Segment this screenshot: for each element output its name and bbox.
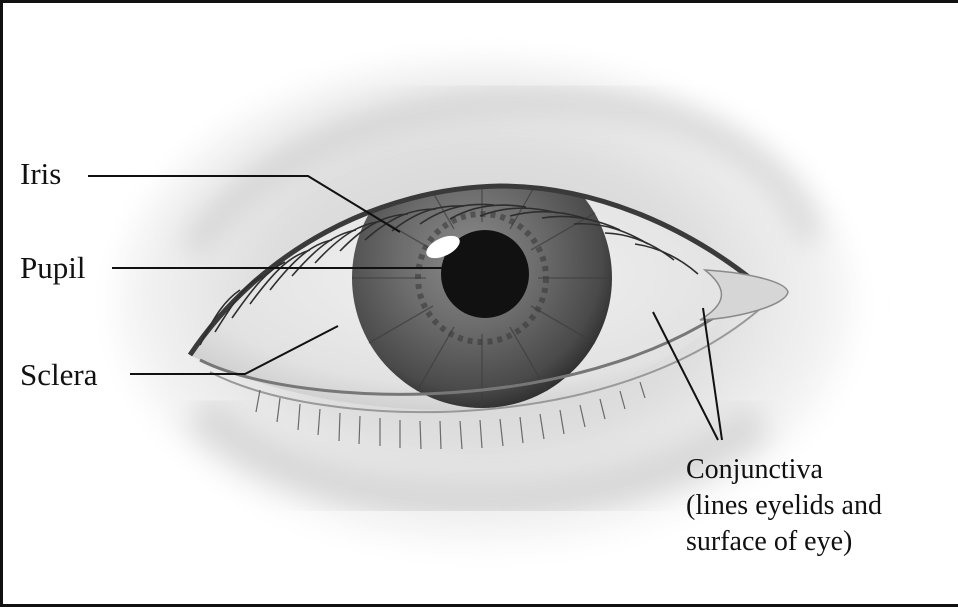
conjunctiva-label: Conjunctiva (lines eyelids and surface o… [686,452,882,560]
conjunctiva-label-line-3: surface of eye) [686,524,882,560]
iris-label: Iris [20,158,61,189]
pupil-label: Pupil [20,252,85,283]
sclera-label: Sclera [20,359,97,390]
conjunctiva-label-line-2: (lines eyelids and [686,488,882,524]
conjunctiva-label-line-1: Conjunctiva [686,452,882,488]
